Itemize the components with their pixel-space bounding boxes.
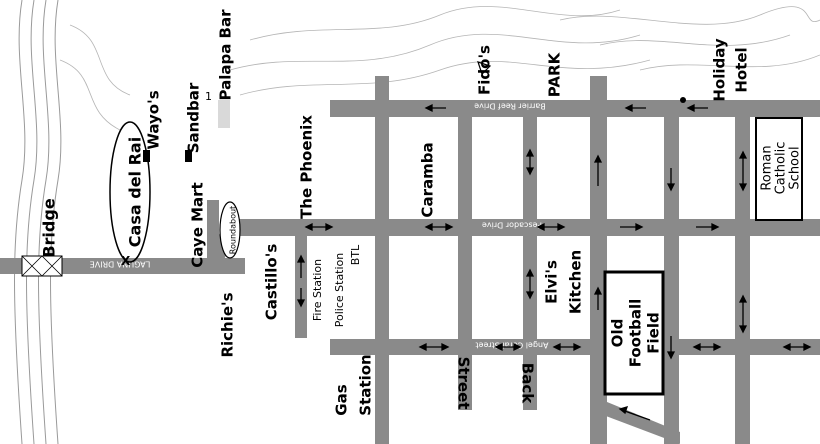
sandbar-label: Sandbar: [185, 82, 203, 153]
direction-arrows: [296, 103, 812, 421]
holiday-hotel-label-2: Hotel: [733, 47, 751, 92]
palapa-bar-label: Palapa Bar: [217, 9, 235, 101]
street-angel-coral: Angel Coral Street: [475, 341, 548, 350]
park-label: PARK: [546, 51, 564, 97]
btl-label: BTL: [349, 244, 362, 265]
sea-waves: [59, 6, 820, 131]
caramba-label: Caramba: [419, 142, 437, 217]
holiday-hotel-label-1: Holiday: [711, 38, 729, 102]
the-phoenix-label: The Phoenix: [298, 115, 316, 219]
sandbar-marker: [185, 150, 192, 162]
street-barrier-reef: Barrier Reef Drive: [474, 102, 546, 111]
svg-text:School: School: [788, 146, 803, 189]
fire-station-label: Fire Station: [311, 259, 324, 321]
gas-station-label-1: Gas: [333, 384, 351, 415]
svg-text:Roman: Roman: [760, 145, 775, 190]
palapa-marker-icon: 1: [205, 90, 212, 103]
caye-mart-label: Caye Mart: [189, 182, 207, 267]
svg-text:Old: Old: [609, 319, 627, 348]
casa-del-rai-marker: Casa del Rai X: [109, 121, 151, 268]
police-station-label: Police Station: [333, 253, 346, 328]
bridge-icon: [21, 255, 63, 277]
old-football-field: Old Football Field: [603, 270, 665, 396]
castillos-label: Castillo's: [263, 244, 281, 321]
street-laguna: LAGUNA DRIVE: [90, 260, 151, 269]
roundabout-label: Roundabout: [229, 206, 238, 254]
bridge-label: Bridge: [40, 198, 59, 257]
fidos-label: Fido's: [476, 45, 494, 95]
holiday-hotel-dot: [680, 97, 686, 103]
dock-strip: [218, 100, 230, 128]
svg-text:Catholic: Catholic: [774, 142, 789, 195]
roundabout-marker: Roundabout: [219, 201, 241, 259]
svg-text:Field: Field: [645, 312, 663, 353]
wayos-label: Wayo's: [145, 90, 163, 149]
roman-catholic-school: Roman Catholic School: [755, 117, 803, 221]
casa-del-rai-x: X: [121, 254, 131, 268]
fidos-flag-icon: [477, 61, 492, 76]
gas-station-label-2: Station: [357, 354, 375, 415]
casa-del-rai-label: Casa del Rai: [126, 137, 145, 247]
elvis-kitchen-label-1: Elvi's: [543, 260, 561, 304]
back-street-label-1: Back: [519, 363, 537, 404]
richies-label: Richie's: [219, 292, 237, 357]
lagoon-lines: [14, 0, 62, 444]
wayos-marker: [143, 150, 150, 162]
elvis-kitchen-label-2: Kitchen: [567, 250, 585, 314]
svg-text:Football: Football: [627, 299, 645, 368]
street-pescador: Pescador Drive: [482, 221, 542, 230]
back-street-label-2: Street: [455, 357, 473, 410]
